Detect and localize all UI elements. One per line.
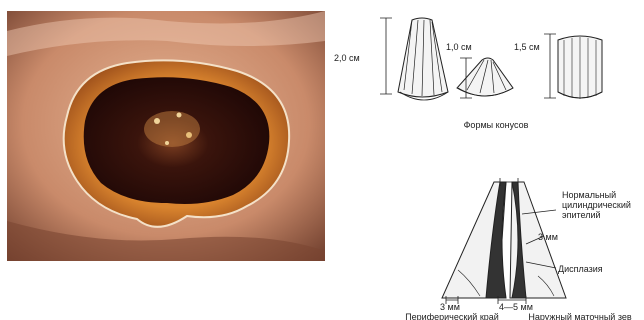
cone-cylinder	[558, 36, 602, 99]
cone-forms-caption: Формы конусов	[464, 120, 529, 130]
cone-medium	[457, 58, 513, 96]
os-margin-value: 4—5 мм	[499, 302, 533, 312]
svg-text:цилиндрический: цилиндрический	[562, 200, 631, 210]
height-medium-label: 1,0 см	[446, 42, 472, 52]
height-tall-label: 2,0 см	[334, 53, 360, 63]
normal-epithelium-label: Нормальный цилиндрический эпителий	[562, 190, 631, 220]
peripheral-margin-value: 3 мм	[440, 302, 460, 312]
inner-margin-label: 3 мм	[538, 232, 558, 242]
dysplasia-label: Дисплазия	[558, 264, 603, 274]
svg-text:эпителий: эпителий	[562, 210, 601, 220]
peripheral-margin-label: Периферический край	[405, 312, 499, 320]
cone-diagram: 2,0 см 1,0 см 1,5 см Формы конусов Норма…	[330, 0, 644, 320]
svg-text:Нормальный: Нормальный	[562, 190, 616, 200]
cervix-photo	[7, 11, 325, 261]
height-cylinder-label: 1,5 см	[514, 42, 540, 52]
os-margin-label: Наружный маточный зев	[528, 312, 632, 320]
cone-tall	[398, 18, 448, 100]
